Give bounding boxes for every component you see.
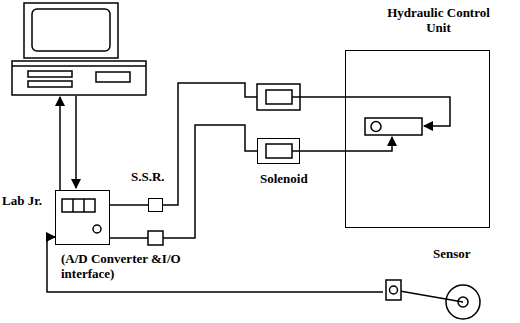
panel xyxy=(96,72,130,82)
valve xyxy=(365,118,422,135)
computer-base xyxy=(12,61,146,95)
solenoid-core xyxy=(266,90,292,104)
ssr-box xyxy=(148,231,163,245)
sol-art xyxy=(258,139,299,163)
label: Lab Jr. xyxy=(2,193,46,208)
solenoid: Solenoid xyxy=(257,138,300,164)
label: Sensor xyxy=(433,246,471,261)
rod xyxy=(292,137,392,151)
drive-slot xyxy=(28,81,72,87)
label: Solenoid xyxy=(260,171,308,186)
wire xyxy=(47,237,383,292)
monitor xyxy=(24,3,118,58)
drive-slot xyxy=(28,71,72,77)
hydraulic-unit: Hydraulic Control Unit xyxy=(345,50,490,228)
data-line xyxy=(75,96,77,188)
label: Hydraulic Control Unit xyxy=(386,5,491,35)
wire xyxy=(110,237,148,239)
rod xyxy=(292,97,450,126)
valve-port xyxy=(371,122,381,132)
data-line xyxy=(59,97,61,190)
wire xyxy=(163,83,257,205)
ssr-box: S.S.R. xyxy=(148,198,163,212)
label: (A/D Converter &I/O interface) xyxy=(61,251,186,281)
lab-jr-box: Lab Jr.(A/D Converter &I/O interface) xyxy=(55,190,110,245)
sensor: Sensor xyxy=(383,258,488,320)
sensor-art xyxy=(383,258,488,320)
wire xyxy=(163,125,257,238)
lab-art xyxy=(56,191,109,244)
label: S.S.R. xyxy=(131,169,165,184)
screen xyxy=(32,9,110,51)
wire xyxy=(110,204,148,206)
